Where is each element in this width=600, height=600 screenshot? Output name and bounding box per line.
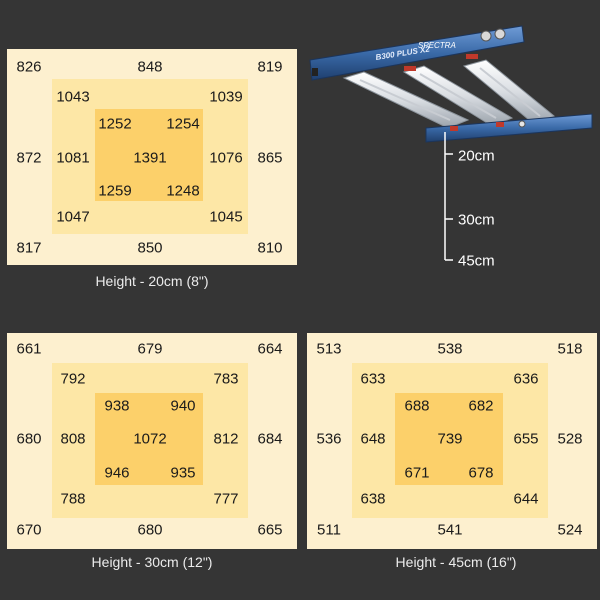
ppfd-value: 684 xyxy=(257,430,283,448)
panel-caption-45cm: Height - 45cm (16") xyxy=(395,554,517,570)
ppfd-value: 777 xyxy=(213,490,239,508)
ppfd-value: 850 xyxy=(137,239,163,257)
ppfd-map-20cm: 826 848 819 1043 1039 1252 1254 872 1081… xyxy=(7,49,297,265)
ppfd-value: 1039 xyxy=(209,88,243,106)
height-label-20cm: 20cm xyxy=(458,147,495,165)
red-label-icon xyxy=(404,66,416,71)
ppfd-value: 528 xyxy=(557,430,583,448)
panel-caption-30cm: Height - 30cm (12") xyxy=(91,554,213,570)
ppfd-value: 671 xyxy=(404,464,430,482)
ppfd-value: 808 xyxy=(60,430,86,448)
ppfd-value: 1391 xyxy=(133,149,167,167)
grow-light-fixture: SPECTRA B300 PLUS X2 xyxy=(309,25,593,261)
ppfd-value: 633 xyxy=(360,370,386,388)
ppfd-value: 648 xyxy=(360,430,386,448)
ppfd-value: 817 xyxy=(16,239,42,257)
ppfd-value: 524 xyxy=(557,521,583,539)
grow-light-illustration: SPECTRA B300 PLUS X2 20cm 30cm 45cm xyxy=(300,20,600,280)
ppfd-value: 541 xyxy=(437,521,463,539)
fixture-front-bar xyxy=(425,113,593,143)
ppfd-value: 1248 xyxy=(166,182,200,200)
ppfd-value: 518 xyxy=(557,340,583,358)
power-port-icon xyxy=(312,68,318,76)
ppfd-value: 682 xyxy=(468,397,494,415)
ppfd-value: 678 xyxy=(468,464,494,482)
ppfd-value: 661 xyxy=(16,340,42,358)
ppfd-value: 1081 xyxy=(56,149,90,167)
ppfd-value: 938 xyxy=(104,397,130,415)
brand-logo: SPECTRA xyxy=(418,41,456,50)
red-label-icon xyxy=(496,122,504,127)
ppfd-value: 680 xyxy=(16,430,42,448)
ppfd-value: 538 xyxy=(437,340,463,358)
ppfd-value: 940 xyxy=(170,397,196,415)
ppfd-value: 1259 xyxy=(98,182,132,200)
ppfd-value: 1043 xyxy=(56,88,90,106)
led-strip xyxy=(342,71,470,129)
ppfd-value: 664 xyxy=(257,340,283,358)
height-label-45cm: 45cm xyxy=(458,252,495,270)
ppfd-value: 1047 xyxy=(56,208,90,226)
ppfd-value: 665 xyxy=(257,521,283,539)
ppfd-value: 679 xyxy=(137,340,163,358)
dimmer-knob-icon xyxy=(480,30,492,42)
ppfd-value: 810 xyxy=(257,239,283,257)
ppfd-value: 688 xyxy=(404,397,430,415)
ppfd-value: 1076 xyxy=(209,149,243,167)
ppfd-map-45cm: 513 538 518 633 636 688 682 536 648 739 … xyxy=(307,333,597,549)
ppfd-value: 638 xyxy=(360,490,386,508)
ppfd-value: 783 xyxy=(213,370,239,388)
ppfd-value: 1045 xyxy=(209,208,243,226)
ppfd-value: 812 xyxy=(213,430,239,448)
red-label-icon xyxy=(466,54,478,59)
ppfd-value: 819 xyxy=(257,58,283,76)
fixture-rear-bar: SPECTRA B300 PLUS X2 xyxy=(309,25,525,81)
hanging-clip-icon xyxy=(518,120,526,128)
ppfd-value: 680 xyxy=(137,521,163,539)
dimmer-knob-icon xyxy=(494,28,506,40)
led-strip xyxy=(402,65,514,127)
ppfd-value: 739 xyxy=(437,430,463,448)
inner-zone xyxy=(95,109,203,201)
height-guide xyxy=(444,132,453,261)
ppfd-value: 644 xyxy=(513,490,539,508)
ppfd-value: 536 xyxy=(316,430,342,448)
ppfd-value: 513 xyxy=(316,340,342,358)
ppfd-value: 1072 xyxy=(133,430,167,448)
ppfd-value: 826 xyxy=(16,58,42,76)
led-strip xyxy=(462,59,555,125)
ppfd-value: 511 xyxy=(317,521,341,539)
ppfd-value: 848 xyxy=(137,58,163,76)
ppfd-value: 655 xyxy=(513,430,539,448)
ppfd-map-30cm: 661 679 664 792 783 938 940 680 808 1072… xyxy=(7,333,297,549)
ppfd-value: 792 xyxy=(60,370,86,388)
height-label-30cm: 30cm xyxy=(458,211,495,229)
ppfd-value: 670 xyxy=(16,521,42,539)
ppfd-value: 865 xyxy=(257,149,283,167)
inner-zone xyxy=(395,393,503,485)
ppfd-value: 935 xyxy=(170,464,196,482)
red-label-icon xyxy=(450,126,458,131)
ppfd-value: 788 xyxy=(60,490,86,508)
ppfd-value: 636 xyxy=(513,370,539,388)
ppfd-value: 1254 xyxy=(166,115,200,133)
ppfd-value: 872 xyxy=(16,149,42,167)
panel-caption-20cm: Height - 20cm (8") xyxy=(95,273,209,289)
inner-zone xyxy=(95,393,203,485)
ppfd-value: 1252 xyxy=(98,115,132,133)
ppfd-value: 946 xyxy=(104,464,130,482)
